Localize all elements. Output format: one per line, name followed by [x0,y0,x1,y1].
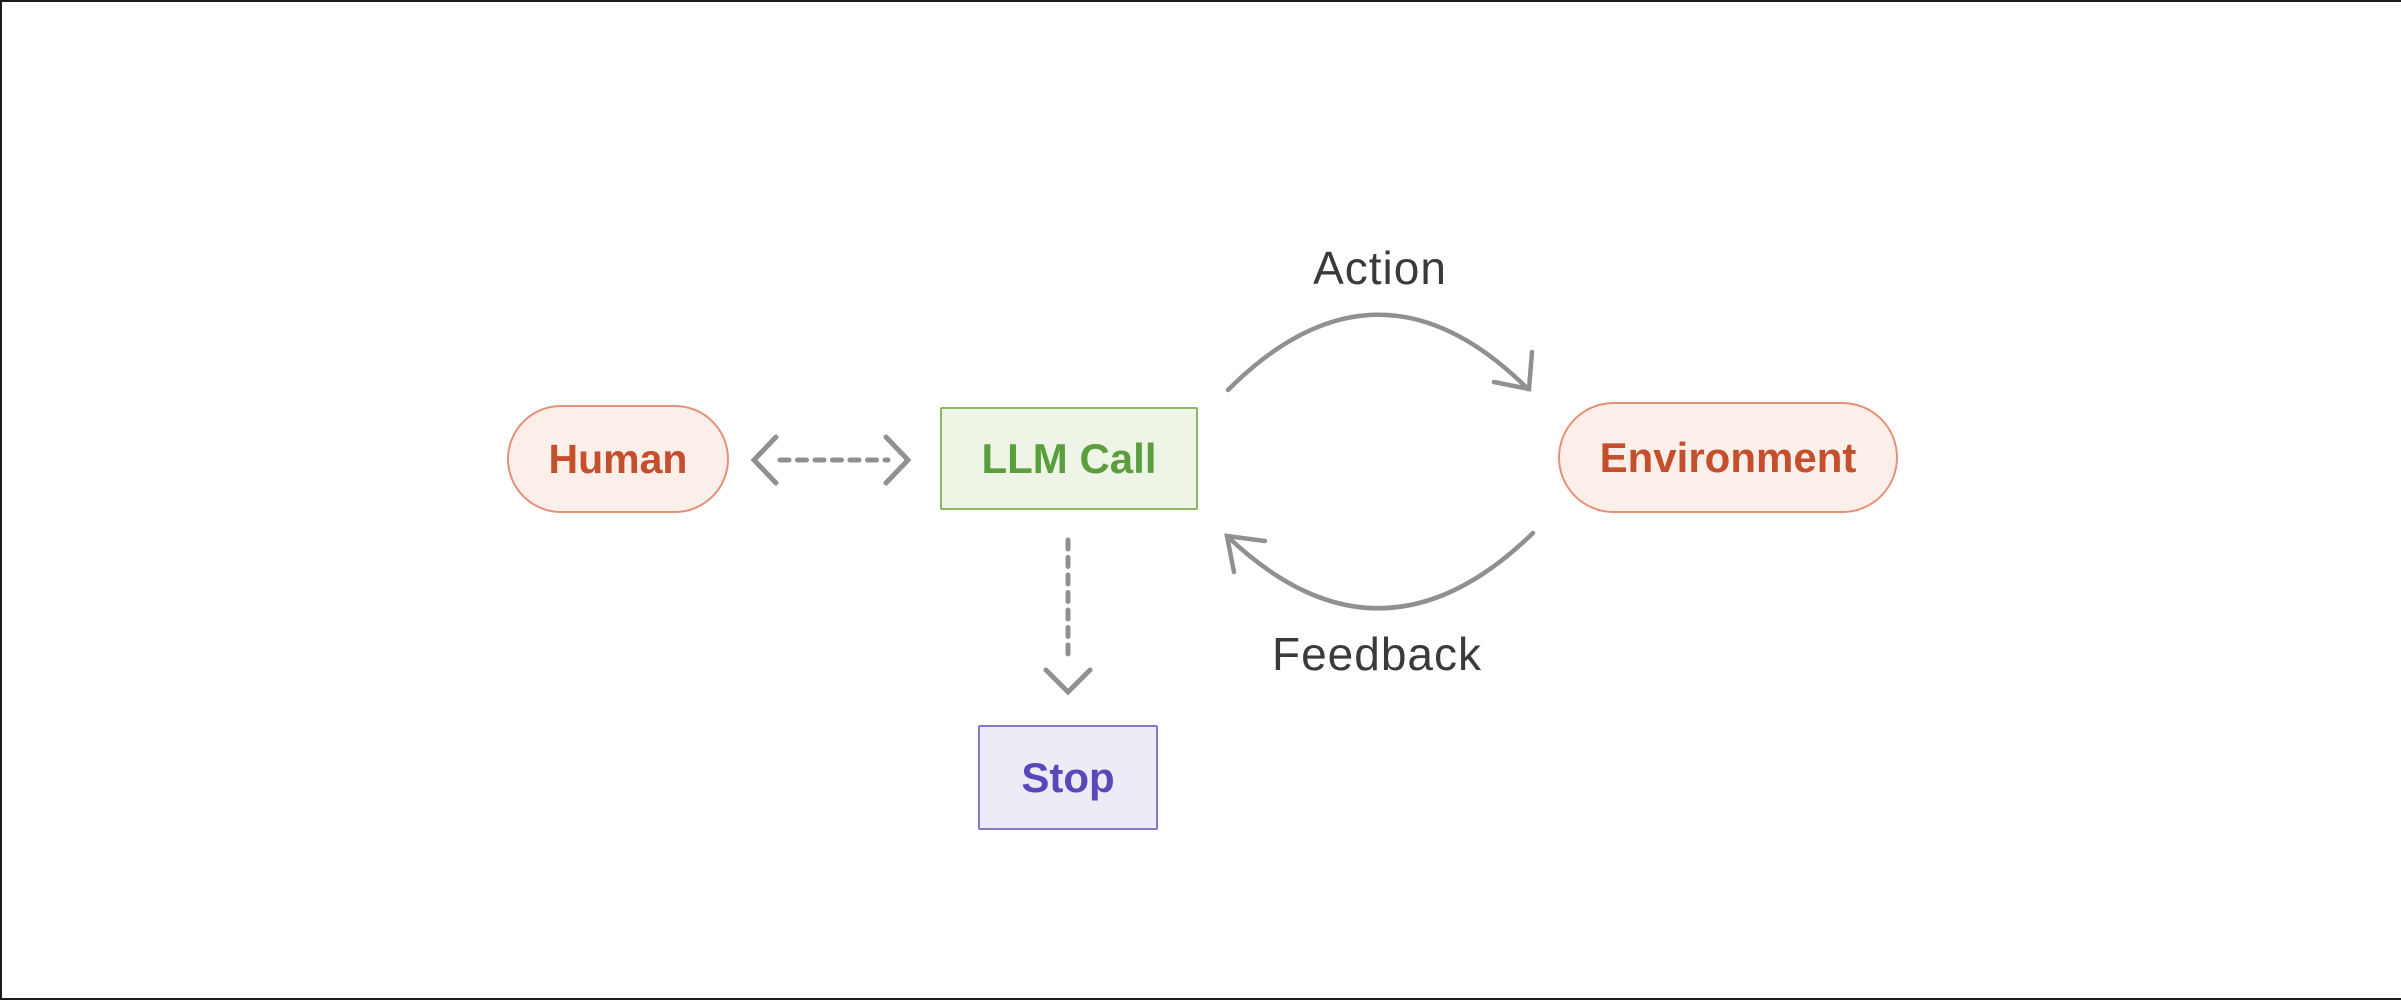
window-frame-top-line [0,0,2401,2]
node-human: Human [507,405,729,513]
action-arrow [1225,312,1535,393]
node-environment: Environment [1558,402,1898,513]
down-arrowhead-icon [1043,667,1093,696]
node-environment-label: Environment [1599,433,1857,481]
right-arrowhead-icon [883,434,912,486]
action-arrowhead-icon [1491,349,1535,392]
window-frame-bottom-line [0,998,2401,1000]
human-llm-dashed-arrow [750,434,912,486]
node-human-label: Human [548,435,688,482]
feedback-arrowhead-icon [1224,533,1268,575]
node-llm-call-label: LLM Call [981,434,1157,482]
edge-label-feedback: Feedback [1271,628,1483,680]
left-arrowhead-icon [750,434,779,486]
feedback-arrow [1224,530,1536,611]
node-llm-call: LLM Call [940,407,1198,510]
edge-label-action: Action [1313,242,1447,294]
llm-stop-dashed-arrow [1043,537,1093,696]
window-frame-left-line [0,0,2,1000]
node-stop: Stop [978,725,1158,830]
node-stop-label: Stop [1021,753,1115,801]
